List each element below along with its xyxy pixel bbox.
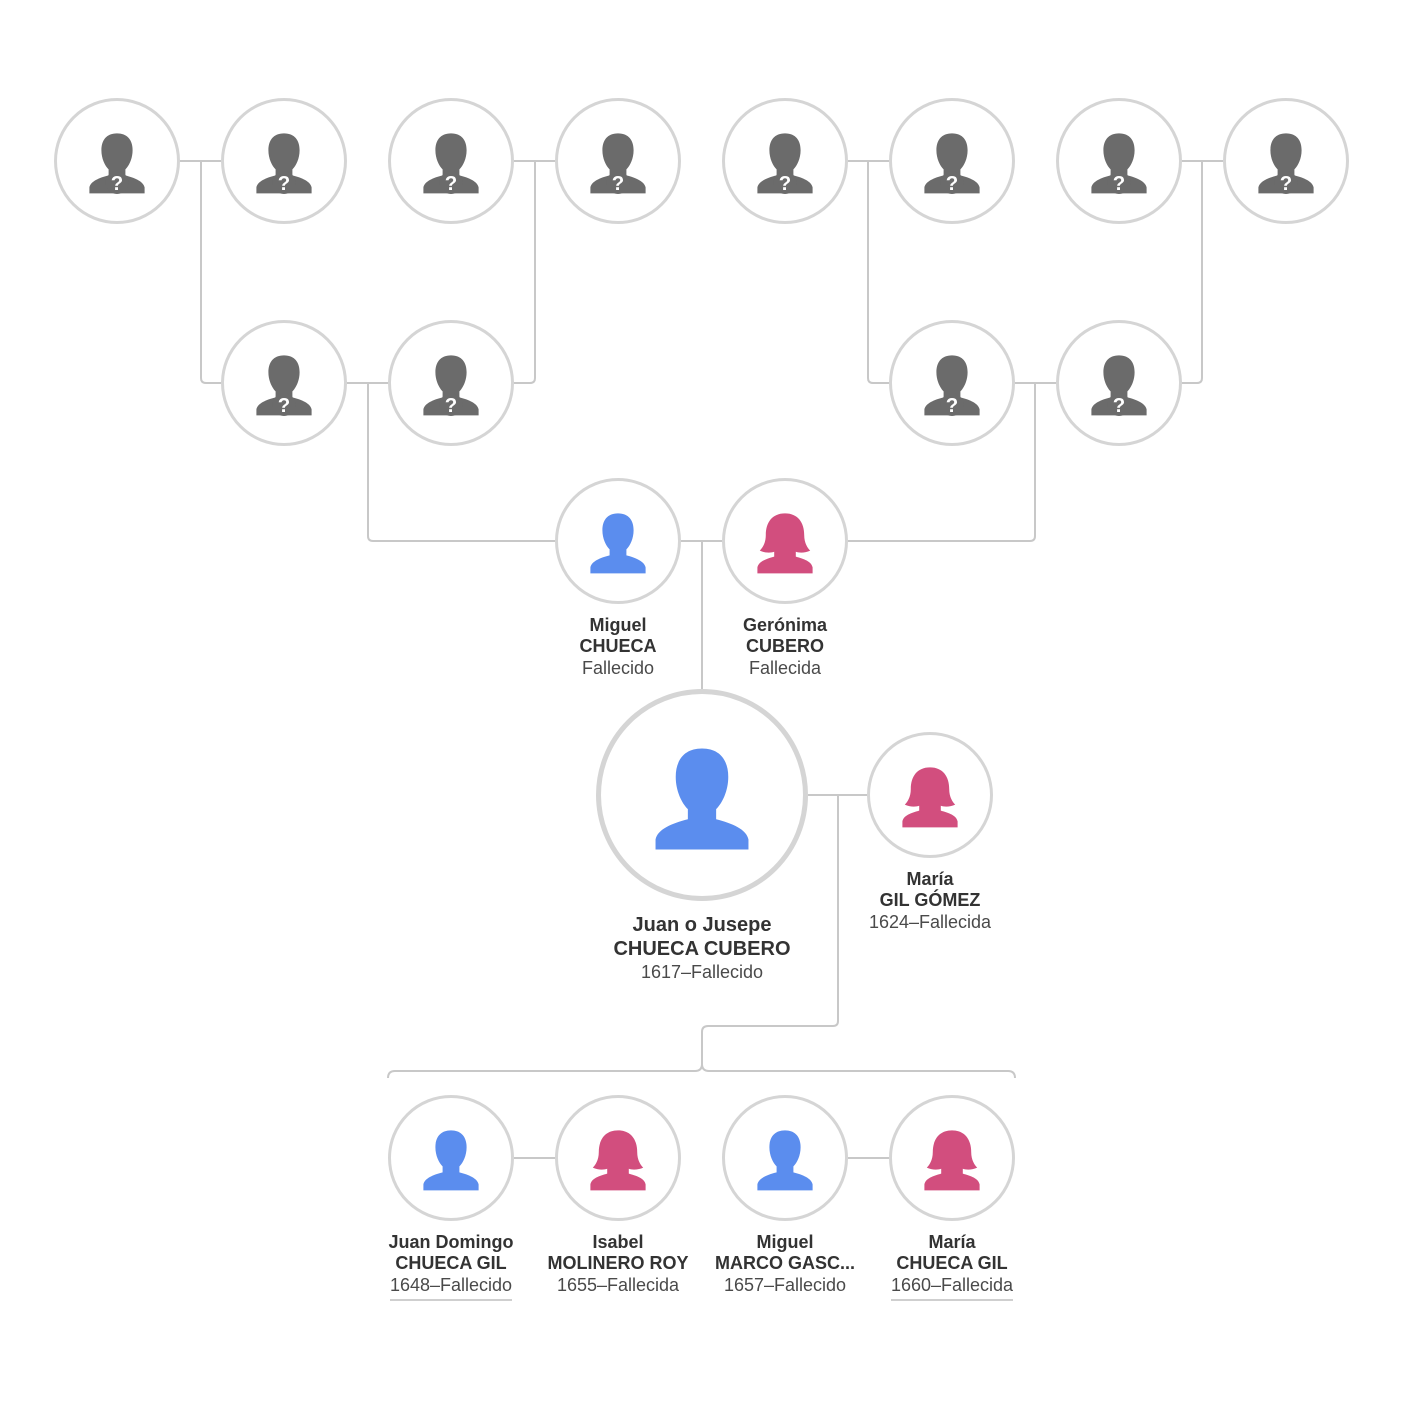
unknown-grandparent-node[interactable]: ?: [1056, 320, 1182, 446]
father-dates: Fallecido: [581, 658, 655, 678]
father-surname: CHUECA: [579, 636, 657, 656]
svg-text:?: ?: [445, 173, 457, 195]
child-surname: CHUECA GIL: [395, 1253, 507, 1273]
descent-link: [867, 161, 889, 384]
mother-given-name: Gerónima: [742, 615, 828, 635]
descent-link: [367, 383, 555, 542]
child-given-name: María: [928, 1232, 976, 1252]
child-label[interactable]: Juan Domingo CHUECA GIL 1648–Fallecido: [376, 1232, 526, 1301]
child-node[interactable]: [388, 1095, 514, 1221]
unknown-grandparent-node[interactable]: ?: [889, 320, 1015, 446]
spouse-node[interactable]: [867, 732, 993, 858]
child-spouse-given-name: Isabel: [592, 1232, 644, 1252]
father-node[interactable]: [555, 478, 681, 604]
descent-link: [387, 795, 839, 1079]
father-given-name: Miguel: [589, 615, 647, 635]
child-spouse-label[interactable]: Miguel MARCO GASC... 1657–Fallecido: [705, 1232, 865, 1297]
unknown-ancestor-node[interactable]: ?: [889, 98, 1015, 224]
mother-node[interactable]: [722, 478, 848, 604]
focus-person-node[interactable]: [596, 689, 808, 901]
svg-text:?: ?: [1113, 395, 1125, 417]
svg-text:?: ?: [779, 173, 791, 195]
unknown-ancestor-node[interactable]: ?: [388, 98, 514, 224]
child-spouse-node[interactable]: [722, 1095, 848, 1221]
svg-text:?: ?: [278, 173, 290, 195]
father-label[interactable]: Miguel CHUECA Fallecido: [538, 615, 698, 680]
child-spouse-given-name: Miguel: [756, 1232, 814, 1252]
child-surname: CHUECA GIL: [896, 1253, 1008, 1273]
spouse-label[interactable]: María GIL GÓMEZ 1624–Fallecida: [845, 869, 1015, 934]
svg-text:?: ?: [278, 395, 290, 417]
mother-surname: CUBERO: [745, 636, 824, 656]
child-spouse-node[interactable]: [555, 1095, 681, 1221]
descent-link: [514, 161, 536, 384]
child-spouse-label[interactable]: Isabel MOLINERO ROY 1655–Fallecida: [538, 1232, 698, 1297]
focus-person-label[interactable]: Juan o Jusepe CHUECA CUBERO 1617–Falleci…: [572, 913, 832, 984]
spouse-given-name: María: [906, 869, 954, 889]
spouse-dates: 1624–Fallecida: [868, 912, 992, 932]
child-dates: 1660–Fallecida: [890, 1274, 1014, 1301]
descent-link: [1182, 161, 1203, 384]
focus-dates: 1617–Fallecido: [640, 962, 764, 982]
unknown-ancestor-node[interactable]: ?: [54, 98, 180, 224]
child-label[interactable]: María CHUECA GIL 1660–Fallecida: [877, 1232, 1027, 1301]
spouse-surname: GIL GÓMEZ: [879, 890, 981, 910]
svg-text:?: ?: [1280, 173, 1292, 195]
child-given-name: Juan Domingo: [388, 1232, 514, 1252]
svg-text:?: ?: [1113, 173, 1125, 195]
descent-link: [701, 1063, 1016, 1079]
unknown-grandparent-node[interactable]: ?: [388, 320, 514, 446]
svg-text:?: ?: [946, 395, 958, 417]
child-spouse-surname: MOLINERO ROY: [547, 1253, 689, 1273]
child-dates: 1648–Fallecido: [389, 1274, 513, 1301]
child-spouse-surname: MARCO GASC...: [714, 1253, 855, 1273]
focus-given-name: Juan o Jusepe: [632, 914, 772, 936]
descent-link: [200, 161, 221, 384]
svg-text:?: ?: [612, 173, 624, 195]
unknown-ancestor-node[interactable]: ?: [1056, 98, 1182, 224]
unknown-grandparent-node[interactable]: ?: [221, 320, 347, 446]
focus-surname: CHUECA CUBERO: [613, 938, 791, 960]
unknown-ancestor-node[interactable]: ?: [555, 98, 681, 224]
unknown-ancestor-node[interactable]: ?: [722, 98, 848, 224]
child-spouse-dates: 1657–Fallecido: [723, 1275, 847, 1295]
unknown-ancestor-node[interactable]: ?: [1223, 98, 1349, 224]
mother-label[interactable]: Gerónima CUBERO Fallecida: [705, 615, 865, 680]
mother-dates: Fallecida: [748, 658, 822, 678]
unknown-ancestor-node[interactable]: ?: [221, 98, 347, 224]
svg-text:?: ?: [445, 395, 457, 417]
svg-text:?: ?: [946, 173, 958, 195]
descent-link: [848, 383, 1036, 542]
child-spouse-dates: 1655–Fallecida: [556, 1275, 680, 1295]
child-node[interactable]: [889, 1095, 1015, 1221]
svg-text:?: ?: [111, 173, 123, 195]
